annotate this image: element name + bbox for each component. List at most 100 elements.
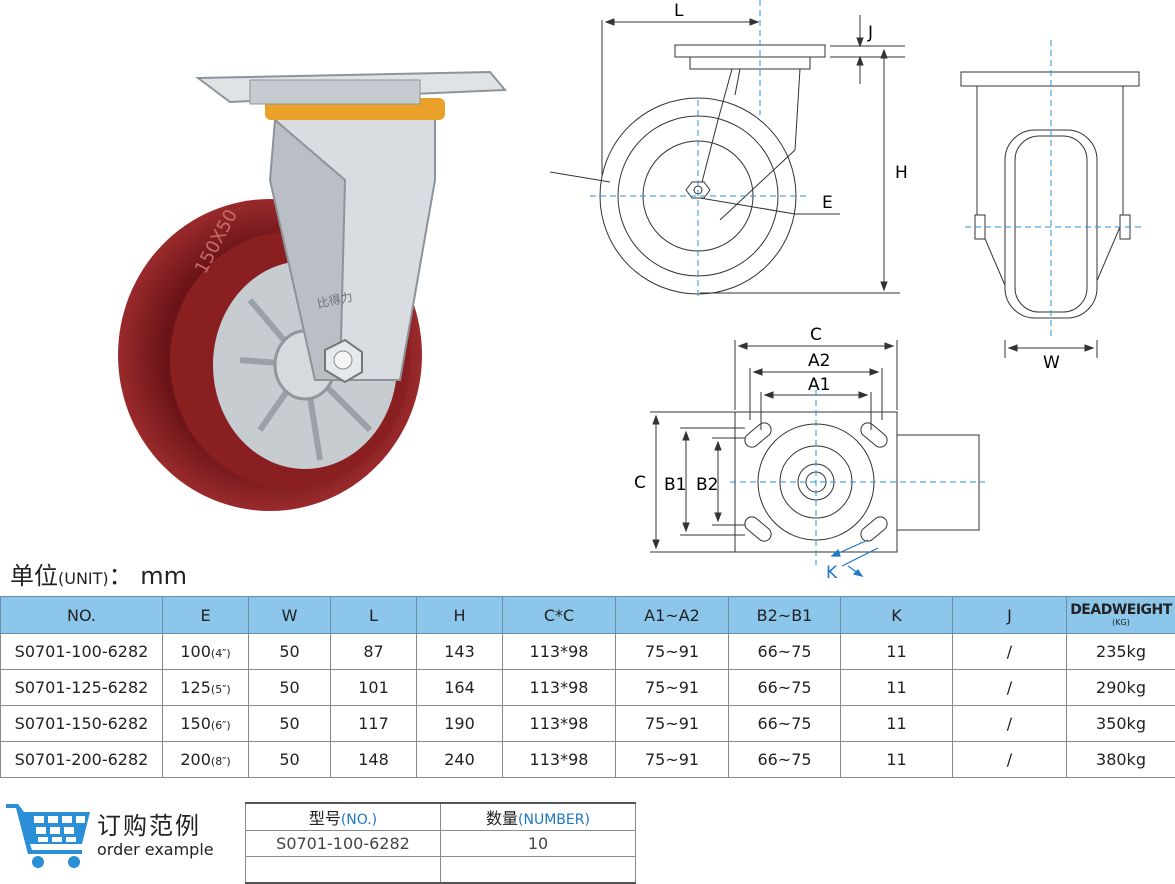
- cell-k: 11: [841, 634, 953, 670]
- header-row: NO. E W L H C*C A1~A2 B2~B1 K J DEADWEIG…: [1, 597, 1175, 634]
- col-k: K: [841, 597, 953, 634]
- cell-no: S0701-150-6282: [1, 706, 163, 742]
- table-row: S0701-150-6282 150(6″) 50 117 190 113*98…: [1, 706, 1175, 742]
- cell-a: 75~91: [616, 634, 729, 670]
- cell-e: 150(6″): [163, 706, 249, 742]
- cell-a: 75~91: [616, 706, 729, 742]
- order-empty-cell: [441, 857, 636, 884]
- cell-e: 200(8″): [163, 742, 249, 778]
- cell-k: 11: [841, 670, 953, 706]
- order-example-no: S0701-100-6282: [246, 831, 441, 857]
- cell-no: S0701-125-6282: [1, 670, 163, 706]
- cell-a: 75~91: [616, 670, 729, 706]
- cell-e: 100(4″): [163, 634, 249, 670]
- order-col-qty-cn: 数量: [486, 809, 518, 828]
- cell-cc: 113*98: [503, 634, 616, 670]
- table-row: S0701-125-6282 125(5″) 50 101 164 113*98…: [1, 670, 1175, 706]
- shopping-cart-icon: [4, 798, 94, 870]
- order-col-qty: 数量(NUMBER): [441, 803, 636, 831]
- dim-H: H: [895, 163, 908, 183]
- cell-h: 240: [417, 742, 503, 778]
- unit-colon: ：: [109, 562, 133, 590]
- cell-k: 11: [841, 742, 953, 778]
- dim-L: L: [674, 1, 684, 21]
- cell-e-mm: 200: [180, 750, 211, 769]
- col-h: H: [417, 597, 503, 634]
- dim-B2: B2: [696, 475, 718, 495]
- cell-deadweight: 235kg: [1067, 634, 1175, 670]
- cell-w: 50: [249, 742, 331, 778]
- col-b: B2~B1: [729, 597, 841, 634]
- cell-no: S0701-200-6282: [1, 742, 163, 778]
- order-empty-row: [246, 857, 636, 884]
- table-row: S0701-100-6282 100(4″) 50 87 143 113*98 …: [1, 634, 1175, 670]
- order-header-row: 型号(NO.) 数量(NUMBER): [246, 803, 636, 831]
- order-col-no-en: (NO.): [341, 812, 377, 828]
- cell-e-inch: (4″): [211, 647, 231, 660]
- col-w: W: [249, 597, 331, 634]
- cell-w: 50: [249, 670, 331, 706]
- dim-B1: B1: [664, 475, 686, 495]
- dim-C-left: C: [634, 473, 646, 493]
- cell-w: 50: [249, 634, 331, 670]
- cell-deadweight: 290kg: [1067, 670, 1175, 706]
- cell-e-mm: 150: [180, 714, 211, 733]
- cell-cc: 113*98: [503, 706, 616, 742]
- unit-value: mm: [140, 562, 187, 590]
- cell-e-inch: (5″): [211, 683, 231, 696]
- cell-e-mm: 125: [180, 678, 211, 697]
- caster-photo: 150X50 比得力: [100, 60, 550, 530]
- cell-deadweight: 350kg: [1067, 706, 1175, 742]
- order-example-table: 型号(NO.) 数量(NUMBER) S0701-100-6282 10: [245, 802, 636, 884]
- cell-e-inch: (6″): [211, 719, 231, 732]
- dim-J: J: [867, 23, 873, 43]
- cell-b: 66~75: [729, 670, 841, 706]
- dim-A1: A1: [808, 375, 830, 395]
- dim-C-top: C: [810, 325, 822, 345]
- col-e: E: [163, 597, 249, 634]
- cell-deadweight: 380kg: [1067, 742, 1175, 778]
- order-empty-cell: [246, 857, 441, 884]
- cell-e-inch: (8″): [211, 755, 231, 768]
- col-deadweight: DEADWEIGHT (KG): [1067, 597, 1175, 634]
- dim-A2: A2: [808, 351, 830, 371]
- col-a: A1~A2: [616, 597, 729, 634]
- cell-no: S0701-100-6282: [1, 634, 163, 670]
- dim-W: W: [1043, 353, 1060, 373]
- col-cc: C*C: [503, 597, 616, 634]
- cell-b: 66~75: [729, 634, 841, 670]
- deadweight-label: DEADWEIGHT: [1067, 603, 1175, 618]
- cell-h: 190: [417, 706, 503, 742]
- side-view-drawing: L J H E: [550, 0, 910, 310]
- unit-paren: (UNIT): [58, 569, 109, 588]
- spec-table: NO. E W L H C*C A1~A2 B2~B1 K J DEADWEIG…: [0, 596, 1175, 778]
- order-example-qty: 10: [441, 831, 636, 857]
- cell-l: 101: [331, 670, 417, 706]
- cell-a: 75~91: [616, 742, 729, 778]
- unit-line: 单位(UNIT)： mm: [10, 556, 187, 591]
- cell-l: 87: [331, 634, 417, 670]
- cell-e-mm: 100: [180, 642, 211, 661]
- cell-h: 143: [417, 634, 503, 670]
- cell-j: /: [953, 742, 1067, 778]
- cell-cc: 113*98: [503, 670, 616, 706]
- dim-E: E: [822, 193, 833, 213]
- col-l: L: [331, 597, 417, 634]
- cell-l: 117: [331, 706, 417, 742]
- cell-h: 164: [417, 670, 503, 706]
- col-j: J: [953, 597, 1067, 634]
- cell-e: 125(5″): [163, 670, 249, 706]
- order-col-qty-en: (NUMBER): [518, 812, 590, 828]
- cell-w: 50: [249, 706, 331, 742]
- table-row: S0701-200-6282 200(8″) 50 148 240 113*98…: [1, 742, 1175, 778]
- order-example-subtitle: order example: [97, 840, 214, 859]
- cell-j: /: [953, 670, 1067, 706]
- deadweight-unit: (KG): [1067, 618, 1175, 628]
- order-col-no-cn: 型号: [309, 809, 341, 828]
- order-example-title: 订购范例: [97, 806, 201, 841]
- cell-b: 66~75: [729, 742, 841, 778]
- order-row: S0701-100-6282 10: [246, 831, 636, 857]
- unit-label: 单位: [10, 562, 58, 590]
- cell-j: /: [953, 634, 1067, 670]
- cell-j: /: [953, 706, 1067, 742]
